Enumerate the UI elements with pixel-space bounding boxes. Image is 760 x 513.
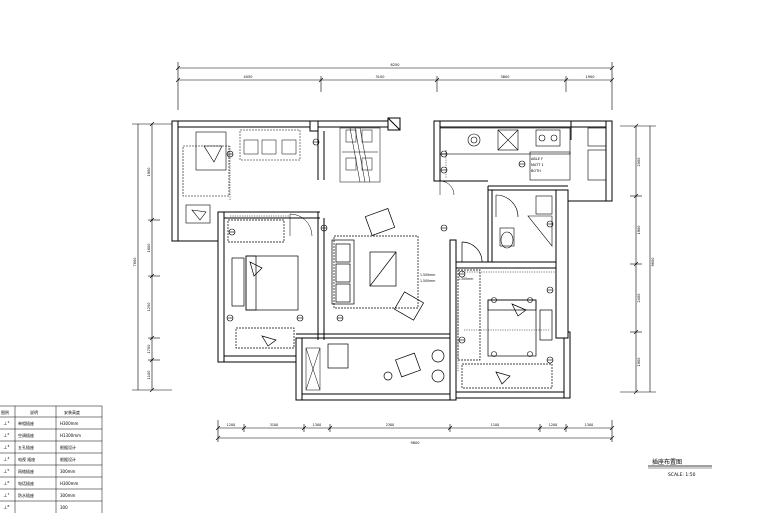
- left-dim-segment-5: 1100: [147, 371, 151, 380]
- bed-top-left: [182, 131, 230, 224]
- bed-left-bedroom: [227, 219, 299, 349]
- bedroom-mark-1: 1.300mm: [458, 277, 473, 281]
- top-dim-segment-1: 4050: [244, 75, 253, 79]
- legend-row-5-height: 300mm: [60, 469, 76, 474]
- left-dim-segment-3: 1250: [147, 303, 151, 312]
- top-overall-dimension: 6250: [391, 63, 400, 67]
- left-dimension-line: [132, 121, 172, 393]
- legend-row-8-height: 300: [60, 505, 68, 510]
- left-overall-dimension: 7600: [133, 258, 137, 267]
- living-room-furniture: [327, 208, 445, 383]
- legend-row-6-symbol: ⊥⁶: [3, 481, 9, 487]
- legend-header-height: 安装高度: [64, 409, 80, 415]
- left-dim-segment-4: 1700: [147, 345, 151, 354]
- legend-row-7-desc: 防水插座: [18, 492, 34, 498]
- legend-row-4-height: 根据设计: [60, 456, 76, 462]
- top-dim-segment-4: 1900: [586, 75, 595, 79]
- legend-row-1-desc: 单相插座: [18, 420, 34, 426]
- bottom-overall-dimension: 9800: [411, 441, 420, 445]
- kitchen-fixtures: [439, 127, 607, 181]
- bottom-dim-segment-1: 1200: [227, 423, 235, 427]
- wiring-runs: [229, 146, 556, 372]
- legend-row-5-desc: 网络插座: [18, 468, 34, 474]
- title-block: [648, 465, 712, 469]
- right-dim-segment-2: 1900: [637, 226, 641, 235]
- drawing-scale: SCALE: 1:50: [668, 472, 696, 478]
- living-mark-2: 1.500mm: [420, 279, 435, 283]
- right-dimension-line: [620, 123, 656, 395]
- master-bedroom-furniture: [457, 241, 553, 389]
- bottom-dim-segment-7: 1300: [585, 423, 593, 427]
- legend-row-2-desc: 空调插座: [18, 432, 34, 438]
- legend-row-6-desc: 电话插座: [18, 480, 34, 486]
- legend-row-5-symbol: ⊥⁵: [3, 469, 9, 475]
- right-dim-segment-1: 2000: [637, 158, 641, 167]
- legend-row-2-height: H1300mm: [60, 433, 81, 438]
- bathroom-fixtures: [495, 194, 553, 249]
- bottom-dim-segment-2: 3100: [270, 423, 278, 427]
- top-dim-segment-3: 3800: [501, 75, 510, 79]
- right-dim-segment-3: 2400: [637, 294, 641, 303]
- legend-row-7-symbol: ⊥⁷: [3, 493, 9, 499]
- top-dim-segment-2: 3100: [376, 75, 385, 79]
- left-dim-segment-1: 1900: [147, 168, 151, 177]
- legend-row-1-symbol: ⊥¹: [3, 421, 9, 427]
- bottom-dim-segment-3: 1300: [313, 423, 321, 427]
- kitchen-note-1: ABLE F: [531, 157, 543, 161]
- right-overall-dimension: 9600: [651, 258, 655, 267]
- hatched-wall-segments: [305, 127, 381, 391]
- right-dim-segment-4: 1900: [637, 358, 641, 367]
- legend-row-4-desc: 电视 插座: [18, 456, 35, 462]
- legend-row-3-desc: 五孔插座: [18, 444, 34, 450]
- legend-header-symbol: 图例: [1, 409, 9, 415]
- bottom-dim-segment-4: 2300: [386, 423, 394, 427]
- legend-row-8-symbol: ⊥⁸: [3, 505, 9, 511]
- doors: [289, 180, 455, 237]
- legend-row-1-height: H300mm: [60, 421, 79, 426]
- legend-header-desc: 说明: [30, 409, 38, 415]
- legend-table: [0, 405, 103, 513]
- top-dimension-line: [175, 62, 615, 110]
- living-mark-1: 1.500mm: [420, 273, 435, 277]
- legend-row-6-height: H300mm: [60, 481, 79, 486]
- kitchen-note-3: BOTH: [531, 169, 541, 173]
- left-dim-segment-2: 1600: [147, 244, 151, 253]
- exterior-walls: [171, 117, 613, 401]
- bottom-dim-segment-6: 1200: [549, 423, 557, 427]
- legend-row-3-height: 根据设计: [60, 444, 76, 450]
- dining-chairs: [239, 129, 373, 171]
- bottom-dimension-line: [215, 420, 615, 442]
- legend-row-4-symbol: ⊥⁴: [3, 457, 9, 463]
- socket-markers: [226, 138, 554, 364]
- kitchen-note-2: MATT 1: [531, 163, 544, 167]
- legend-row-3-symbol: ⊥³: [3, 445, 9, 451]
- legend-row-7-height: 300mm: [60, 493, 76, 498]
- drawing-title: 插座布置图: [652, 458, 682, 466]
- legend-row-2-symbol: ⊥²: [3, 433, 9, 439]
- bottom-dim-segment-5: 1100: [491, 423, 499, 427]
